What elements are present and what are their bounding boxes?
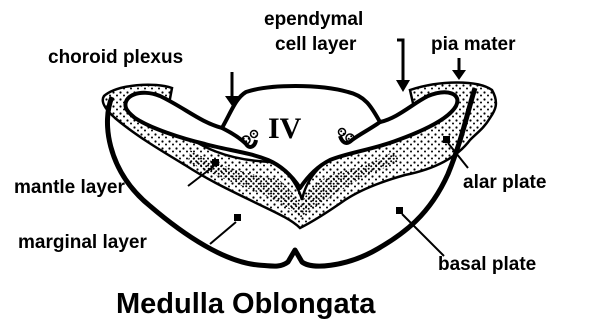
label-ependymal-line1: ependymal — [264, 9, 363, 30]
arrow-ependymal — [396, 40, 410, 92]
label-marginal-layer: marginal layer — [18, 232, 147, 253]
label-basal-plate: basal plate — [438, 254, 536, 275]
label-choroid-plexus: choroid plexus — [48, 47, 183, 68]
arrow-pia-mater — [452, 58, 466, 80]
label-ependymal-line2: cell layer — [275, 34, 357, 55]
label-mantle-layer: mantle layer — [14, 177, 125, 198]
diagram-title: Medulla Oblongata — [116, 288, 376, 320]
label-pia-mater: pia mater — [431, 34, 516, 55]
label-alar-plate: alar plate — [463, 172, 546, 193]
ventricle-label: IV — [268, 112, 302, 145]
